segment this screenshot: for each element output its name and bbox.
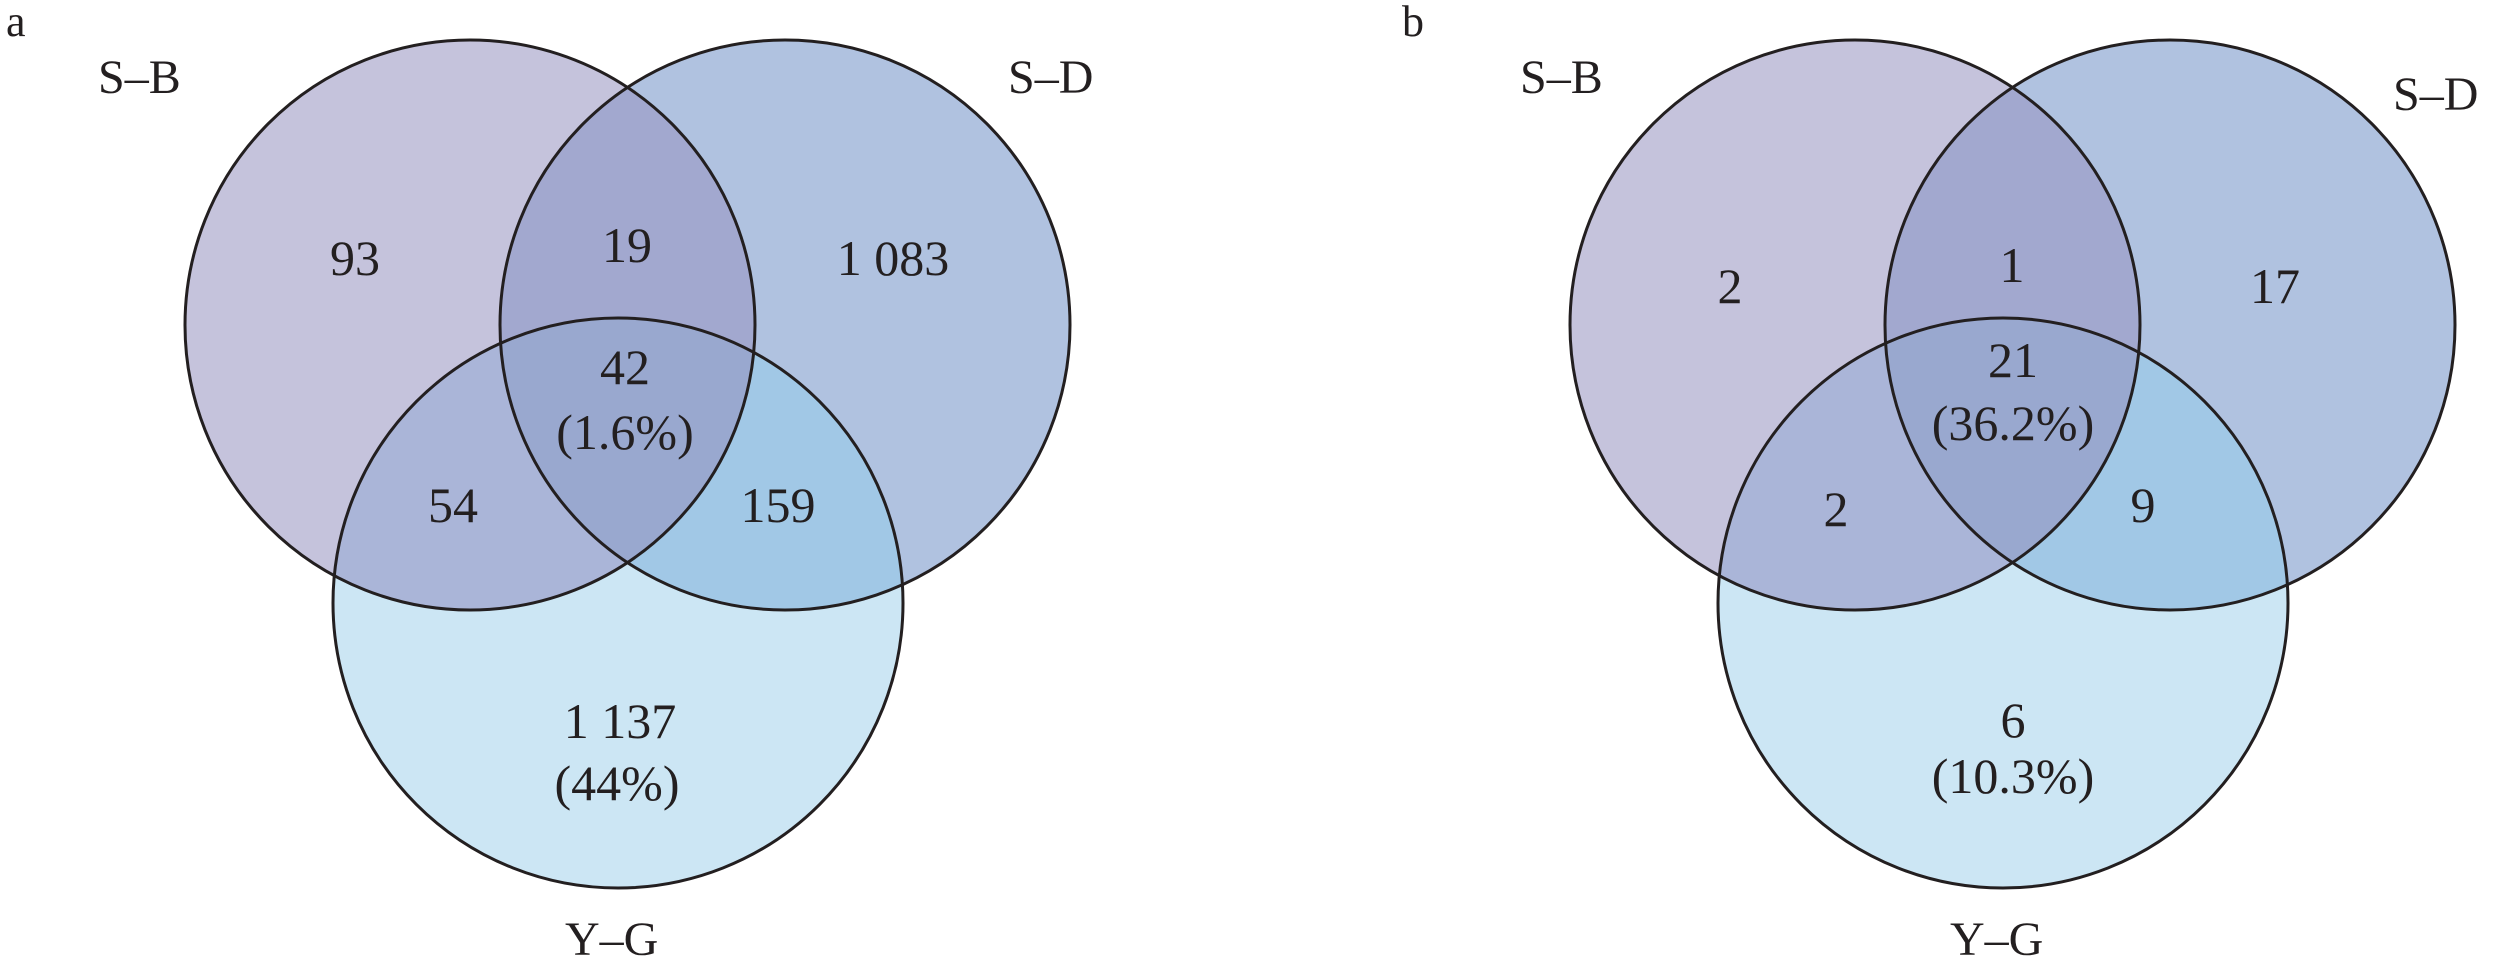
region-sd-only: 17 bbox=[2250, 258, 2300, 314]
region-yg-only: 1 137 bbox=[564, 693, 677, 749]
region-all: 21 bbox=[1988, 332, 2038, 388]
region-sb-yg: 2 bbox=[1824, 481, 1849, 537]
region-sd-yg: 159 bbox=[741, 477, 816, 533]
set-sb-outline bbox=[1568, 38, 2142, 612]
region-sd-yg: 9 bbox=[2131, 477, 2156, 533]
set-label-yg: Y–G bbox=[565, 913, 658, 959]
region-all-pct: (1.6%) bbox=[556, 404, 693, 460]
panel-letter-a: a bbox=[6, 0, 26, 46]
region-sd-only: 1 083 bbox=[837, 230, 950, 286]
set-yg-outline bbox=[331, 316, 905, 890]
set-sb-outline bbox=[183, 38, 757, 612]
panel-letter-b: b bbox=[1402, 0, 1424, 46]
set-yg-outline bbox=[1716, 316, 2290, 890]
region-yg-only: 6 bbox=[2001, 692, 2026, 748]
region-sb-sd: 19 bbox=[602, 217, 652, 273]
region-sb-yg: 54 bbox=[428, 477, 478, 533]
venn-panel-a: a S–B S–D Y–G 93 19 1 083 42 (1.6%) 54 1… bbox=[6, 0, 1093, 959]
set-label-sd: S–D bbox=[1008, 51, 1093, 104]
set-label-yg: Y–G bbox=[1950, 913, 2043, 959]
region-sb-only: 93 bbox=[330, 230, 380, 286]
region-yg-only-pct: (44%) bbox=[555, 755, 680, 811]
set-sd-outline bbox=[498, 38, 1072, 612]
set-label-sb: S–B bbox=[98, 51, 181, 104]
set-sd-outline bbox=[1883, 38, 2457, 612]
region-sb-sd: 1 bbox=[2000, 237, 2025, 293]
region-all-pct: (36.2%) bbox=[1932, 395, 2094, 451]
region-sb-only: 2 bbox=[1718, 258, 1743, 314]
set-label-sb: S–B bbox=[1520, 51, 1603, 104]
region-yg-only-pct: (10.3%) bbox=[1932, 748, 2094, 804]
set-label-sd: S–D bbox=[2393, 68, 2478, 121]
region-all: 42 bbox=[600, 339, 650, 395]
venn-panel-b: b S–B S–D Y–G 2 1 17 21 (36.2%) 2 9 6 (1… bbox=[1402, 0, 2478, 959]
